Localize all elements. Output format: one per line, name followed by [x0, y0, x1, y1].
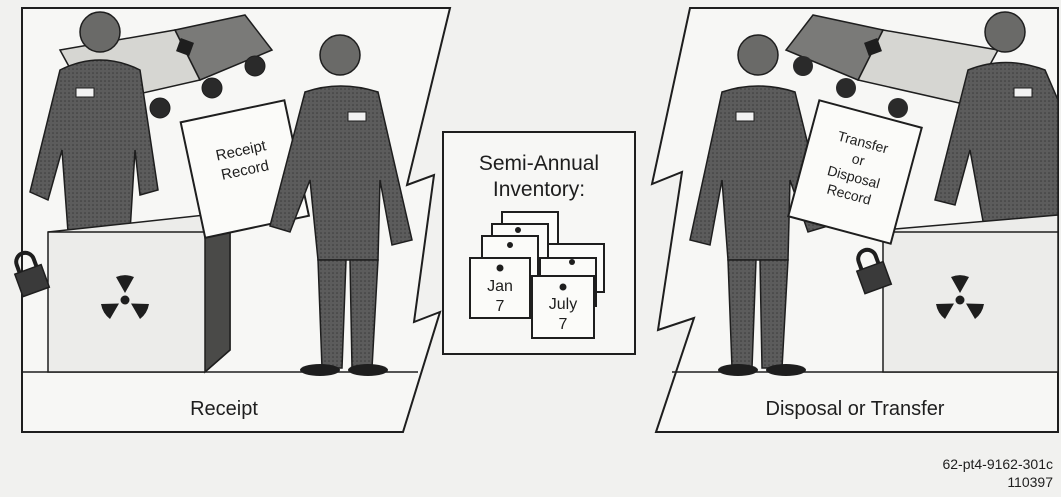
- crate: [883, 215, 1058, 372]
- figure-id-line-2: 110397: [1007, 474, 1053, 490]
- figure-id-line-1: 62-pt4-9162-301c: [942, 456, 1053, 472]
- calendar-jan-month: Jan: [487, 278, 513, 295]
- calendar-july: July 7: [532, 276, 594, 338]
- inventory-title-line-1: Semi-Annual: [479, 152, 599, 175]
- inventory-panel: Semi-Annual Inventory: Jan 7 July 7: [443, 132, 635, 354]
- calendar-jan-day: 7: [496, 298, 505, 315]
- receipt-panel: Receipt Record Receipt: [9, 8, 450, 432]
- calendar-july-month: July: [549, 296, 577, 313]
- calendar-jan: Jan 7: [470, 258, 530, 318]
- inventory-title-line-2: Inventory:: [493, 178, 585, 201]
- disposal-panel: Transfer or Disposal Record Disposal or …: [652, 8, 1058, 432]
- calendar-july-day: 7: [559, 316, 568, 333]
- crate: [48, 215, 230, 372]
- receipt-caption: Receipt: [190, 398, 258, 420]
- disposal-caption: Disposal or Transfer: [766, 398, 945, 420]
